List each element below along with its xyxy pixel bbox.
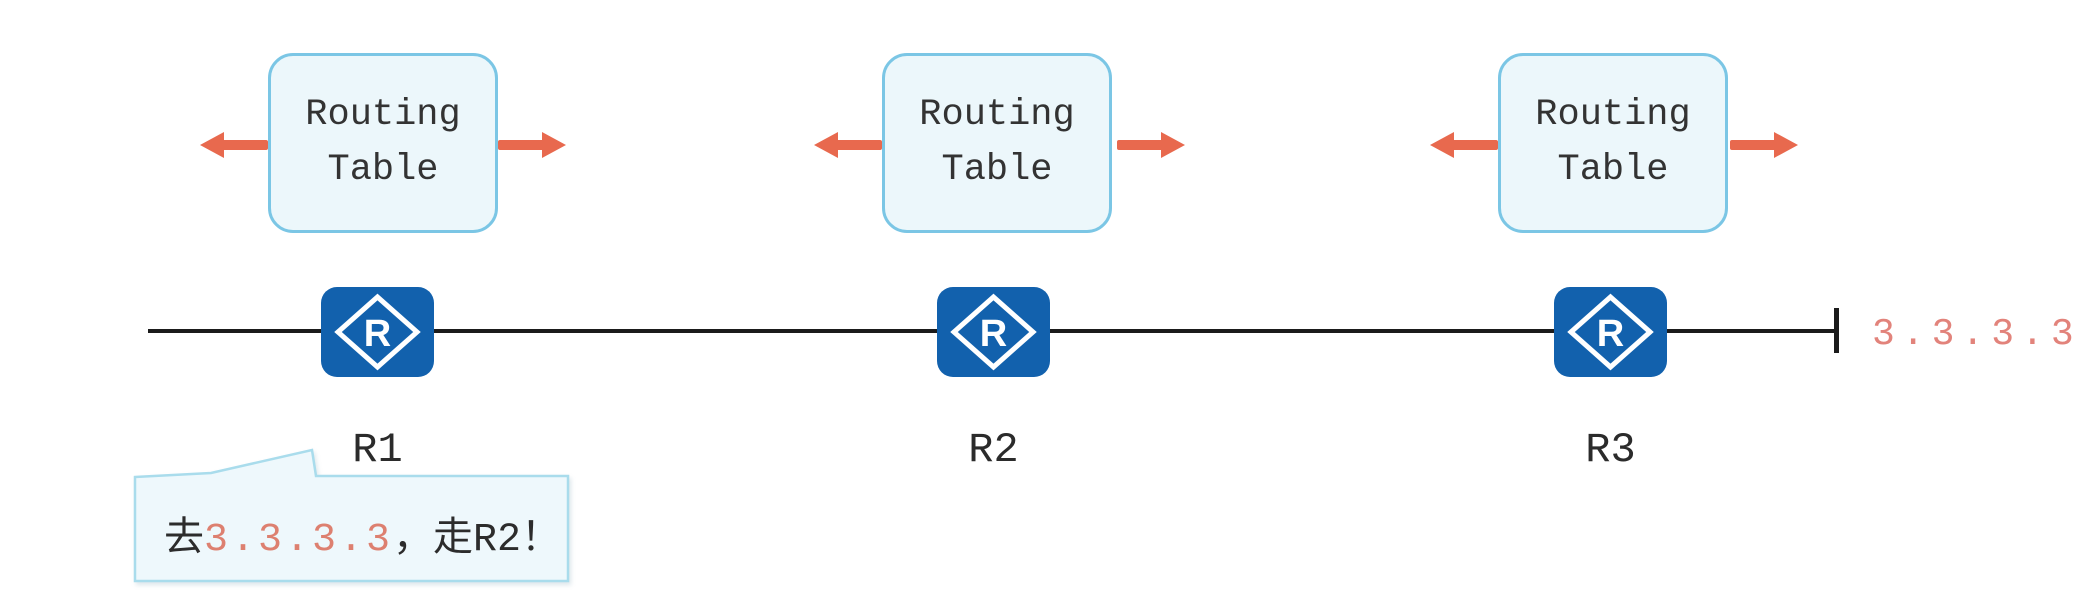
router-icon-r3: R [1554, 287, 1667, 377]
bubble-suffix: ，走R2！ [393, 518, 562, 563]
right-arrow-shaft [1730, 140, 1776, 150]
left-arrow-icon [814, 132, 838, 158]
router-icon-letter: R [980, 313, 1007, 355]
left-arrow-shaft [1452, 140, 1498, 150]
router-label-r2: R2 [968, 426, 1019, 474]
bubble-prefix: 去 [164, 518, 204, 563]
router-icon-r2: R [937, 287, 1050, 377]
routing-table-box-r3: Routing Table [1498, 53, 1728, 233]
router-label-r3: R3 [1585, 426, 1636, 474]
router-icon-r1: R [321, 287, 434, 377]
left-arrow-shaft [222, 140, 268, 150]
routing-table-label: Routing Table [305, 93, 461, 192]
router-icon-letter: R [1597, 313, 1624, 355]
router-diamond-icon: R [950, 293, 1037, 371]
router-icon-letter: R [364, 313, 391, 355]
routing-table-label: Routing Table [1535, 93, 1691, 192]
routing-table-box-r1: Routing Table [268, 53, 498, 233]
speech-bubble: 去3.3.3.3，走R2！ [130, 444, 575, 594]
speech-bubble-shape [133, 448, 570, 583]
router-diamond-icon: R [1567, 293, 1654, 371]
router-label-r1: R1 [352, 426, 403, 474]
left-arrow-icon [1430, 132, 1454, 158]
right-arrow-icon [1161, 132, 1185, 158]
router-diamond-icon: R [334, 293, 421, 371]
routing-table-box-r2: Routing Table [882, 53, 1112, 233]
speech-bubble-text: 去3.3.3.3，走R2！ [164, 504, 561, 563]
right-arrow-shaft [498, 140, 544, 150]
bubble-ip: 3.3.3.3 [204, 518, 394, 563]
right-arrow-shaft [1117, 140, 1163, 150]
left-arrow-icon [200, 132, 224, 158]
routing-table-label: Routing Table [919, 93, 1075, 192]
left-arrow-shaft [836, 140, 882, 150]
right-arrow-icon [542, 132, 566, 158]
network-end-tick [1834, 308, 1839, 353]
destination-ip-label: 3.3.3.3 [1872, 313, 2081, 356]
right-arrow-icon [1774, 132, 1798, 158]
